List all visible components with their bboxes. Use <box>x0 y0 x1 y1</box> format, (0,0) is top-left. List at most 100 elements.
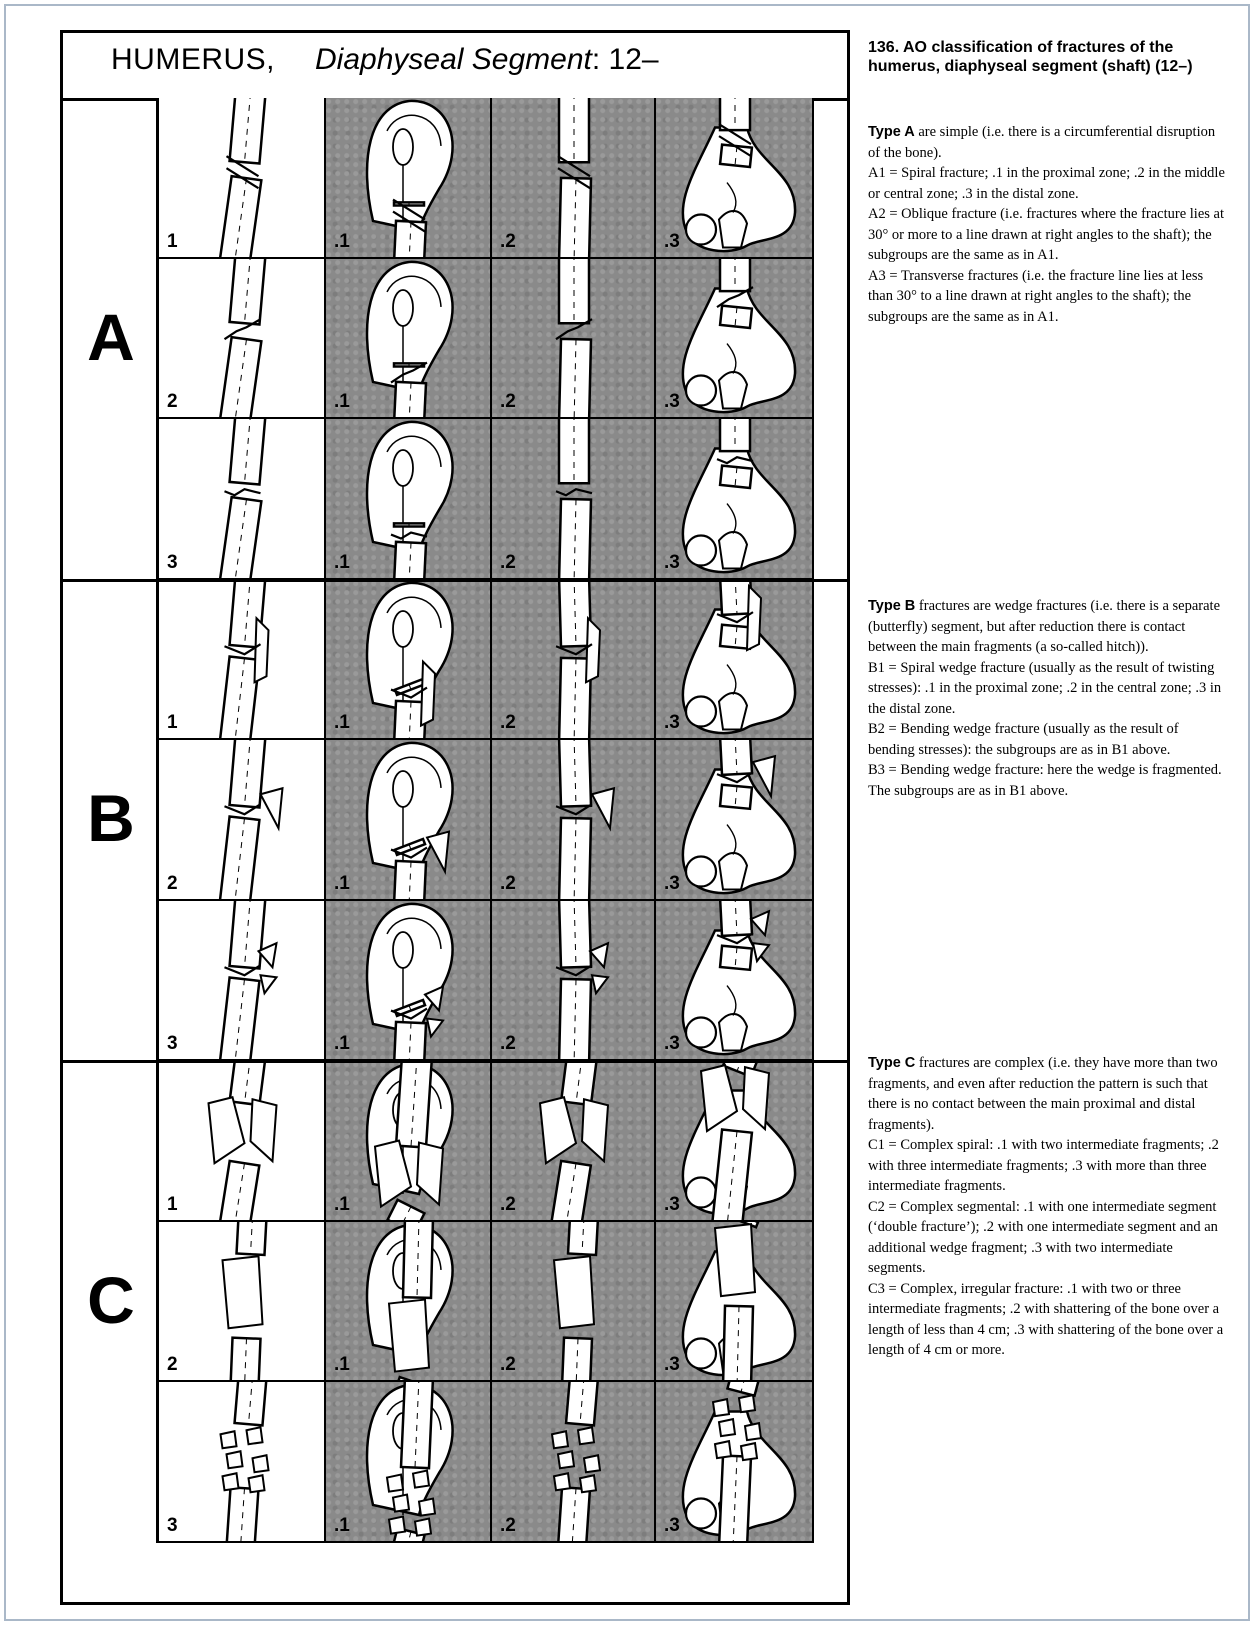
bone-shaft <box>220 497 262 579</box>
fracture-illustration <box>326 98 492 259</box>
bone-fragment <box>719 1419 735 1436</box>
bone-fragment <box>747 586 761 650</box>
subgroup-label: .3 <box>664 1354 680 1376</box>
type-c-description: Type C fractures are complex (i.e. they … <box>868 1053 1228 1361</box>
bone-shaft <box>720 740 752 775</box>
type-column-b: B <box>63 580 159 1062</box>
fracture-illustration <box>159 259 326 420</box>
fracture-illustration <box>492 419 656 580</box>
subgroup-label: .3 <box>664 1515 680 1537</box>
subgroup-label: .3 <box>664 712 680 734</box>
bone-fragment <box>209 1097 245 1163</box>
bone-fragment <box>227 1451 243 1468</box>
bone-shaft <box>568 1222 598 1255</box>
bone-shaft <box>559 499 591 580</box>
bone-shaft <box>230 419 266 485</box>
fracture-cell-b3: 3 <box>159 901 326 1062</box>
bone-shaft <box>720 466 752 488</box>
bone-fragment <box>558 1451 574 1468</box>
bone-fragment <box>249 1475 265 1492</box>
bone-shaft <box>237 1222 267 1255</box>
bone-fragment <box>387 1475 403 1492</box>
bone-fragment <box>419 1499 435 1516</box>
bone-fragment <box>552 1431 568 1448</box>
bone-shaft <box>396 1061 432 1148</box>
fracture-illustration <box>492 1222 656 1383</box>
type-separator <box>63 579 847 582</box>
group-label: 1 <box>167 1194 178 1216</box>
bone-shaft <box>559 98 589 162</box>
group-label: 2 <box>167 873 178 895</box>
bone-fragment <box>413 1471 429 1488</box>
bone-shaft <box>559 901 591 968</box>
fracture-illustration <box>492 580 656 741</box>
bone-shaft <box>230 259 266 325</box>
fracture-cell-a2-2: .2 <box>492 259 656 420</box>
subgroup-label: .1 <box>334 1515 350 1537</box>
fracture-illustration <box>159 901 326 1062</box>
fracture-cell-c2: 2 <box>159 1222 326 1383</box>
fracture-illustration <box>492 259 656 420</box>
classification-chart: HUMERUS,Diaphyseal Segment: 12– A1.1.2.3… <box>60 30 850 1605</box>
type-c-line: C2 = Complex segmental: .1 with one inte… <box>868 1197 1228 1279</box>
type-column-c: C <box>63 1061 159 1543</box>
bone-fragment <box>554 1473 570 1490</box>
fracture-cell-a3-3: .3 <box>656 419 814 580</box>
bone-fragment <box>751 911 769 935</box>
bone-fragment <box>221 1431 237 1448</box>
type-a-lead: Type A <box>868 124 915 140</box>
subgroup-label: .2 <box>500 1515 516 1537</box>
fracture-line <box>225 489 261 495</box>
fracture-cell-c1-1: .1 <box>326 1061 492 1222</box>
fracture-cell-b1-1: .1 <box>326 580 492 741</box>
bone-fragment <box>713 1399 729 1416</box>
bone-shaft <box>388 1200 425 1222</box>
bone-fragment <box>389 1517 405 1534</box>
type-a-line: A3 = Transverse fractures (i.e. the frac… <box>868 266 1228 328</box>
subgroup-label: .3 <box>664 873 680 895</box>
bone-fragment <box>261 788 283 828</box>
fracture-illustration <box>492 740 656 901</box>
bone-fragment <box>421 661 435 725</box>
bone-fragment <box>592 975 608 993</box>
bone-shaft <box>558 1487 590 1542</box>
fracture-illustration <box>326 259 492 420</box>
bone-shaft <box>720 785 752 809</box>
fracture-cell-a1: 1 <box>159 98 326 259</box>
fracture-cell-a1-1: .1 <box>326 98 492 259</box>
bone-shaft <box>720 98 750 130</box>
bone-shaft <box>566 1382 598 1425</box>
fracture-illustration <box>326 740 492 901</box>
bone-fragment <box>739 1395 755 1412</box>
bone-fragment <box>427 832 449 872</box>
type-b-description: Type B fractures are wedge fractures (i.… <box>868 596 1228 801</box>
fracture-cell-b3-2: .2 <box>492 901 656 1062</box>
group-label: 1 <box>167 712 178 734</box>
bone-shaft <box>723 1305 753 1382</box>
bone-shaft <box>220 656 260 740</box>
fracture-cell-b2-3: .3 <box>656 740 814 901</box>
bone-fragment <box>715 1224 755 1296</box>
fracture-illustration <box>159 98 326 259</box>
bone-shaft <box>230 98 266 164</box>
subgroup-label: .2 <box>500 1194 516 1216</box>
bone-shaft <box>235 1382 267 1425</box>
bone-shaft <box>231 1337 261 1382</box>
fracture-illustration <box>326 1061 492 1222</box>
fracture-illustration <box>326 1222 492 1383</box>
fracture-cell-a3-1: .1 <box>326 419 492 580</box>
fracture-cell-c3: 3 <box>159 1382 326 1543</box>
bone-fragment <box>540 1097 576 1163</box>
bone-shaft <box>220 337 262 419</box>
type-b-lead: Type B <box>868 598 915 614</box>
bone-fragment <box>582 1099 608 1161</box>
bone-shaft <box>720 901 752 936</box>
fracture-cell-a2-3: .3 <box>656 259 814 420</box>
bone-fragment <box>586 618 600 682</box>
fracture-illustration <box>492 98 656 259</box>
group-label: 1 <box>167 231 178 253</box>
fracture-cell-a3-2: .2 <box>492 419 656 580</box>
group-label: 2 <box>167 1354 178 1376</box>
fracture-illustration <box>326 1382 492 1543</box>
fracture-illustration <box>159 1061 326 1222</box>
